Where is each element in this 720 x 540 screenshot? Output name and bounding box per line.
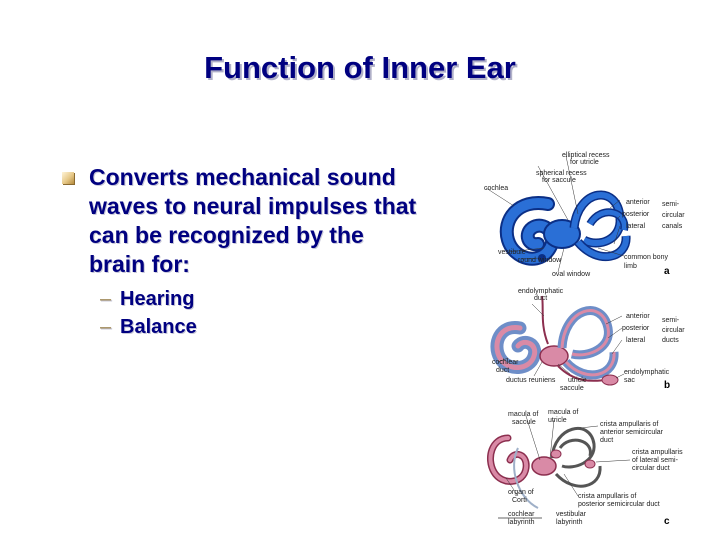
label-ducts: ducts [662,337,679,344]
square-bullet-icon [62,172,74,184]
label-lateral-duct: lateral [626,337,646,344]
label-organ-of-corti: organ of [508,489,534,496]
label-anterior-duct: anterior [626,313,650,320]
label-macula-utricle: macula of [548,409,578,416]
label-semi: semi- [662,201,680,208]
dash-bullet-icon: – [100,288,112,310]
label-semi-b: semi- [662,317,680,324]
label-canals: canals [662,223,683,230]
label-cochlear-labyrinth: cochlear [508,511,535,518]
sub-bullet-list: –Hearing –Balance [60,285,420,341]
label-vestibule: vestibule [498,249,526,256]
label-crista-anterior: crista ampullaris of [600,421,658,428]
label-utricle: utricle [568,377,587,384]
label-crista-anterior-3: duct [600,437,613,444]
inner-ear-illustration: elliptical recess for utricle spherical … [484,152,685,527]
label-crista-anterior-2: anterior semicircular [600,429,664,436]
label-macula-saccule: macula of [508,411,538,418]
label-cochlea: cochlea [484,185,508,192]
label-limb: limb [624,263,637,270]
label-cochlear-duct-2: duct [496,367,509,374]
label-cochlear-labyrinth-2: labyrinth [508,519,535,526]
label-endolymphatic-duct-2: duct [534,295,547,302]
panel-c-letter: c [664,516,670,527]
label-crista-posterior: crista ampullaris of [578,493,636,500]
label-organ-of-corti-2: Corti [512,497,527,504]
main-bullet: Converts mechanical sound waves to neura… [60,163,420,279]
membranous-labyrinth-drawing [490,295,619,386]
label-macula-utricle-2: utricle [548,417,567,424]
dash-bullet-icon: – [100,316,112,338]
label-posterior-duct: posterior [622,325,650,332]
label-crista-lateral: crista ampullaris [632,449,683,456]
label-oval-window: oval window [552,271,591,278]
label-anterior-canal: anterior [626,199,650,206]
label-crista-lateral-3: circular duct [632,465,670,472]
panel-b-letter: b [664,380,670,391]
sensory-areas-drawing [487,426,602,509]
sub-bullet-balance: –Balance [100,313,420,341]
inner-ear-figure: elliptical recess for utricle spherical … [478,148,710,532]
bony-labyrinth-drawing [499,190,631,266]
label-spherical-recess-2: for saccule [542,177,576,184]
slide-content: Converts mechanical sound waves to neura… [60,163,420,341]
label-circular-b: circular [662,327,685,334]
label-saccule: saccule [560,385,584,392]
label-ductus-reuniens: ductus reuniens [506,377,556,384]
label-cochlear-duct: cochlear [492,359,519,366]
label-spherical-recess: spherical recess [536,170,587,177]
label-posterior-canal: posterior [622,211,650,218]
label-elliptical-recess: elliptical recess [562,152,610,159]
label-vestibular-labyrinth: vestibular [556,511,587,518]
label-crista-posterior-2: posterior semicircular duct [578,501,660,508]
label-circular: circular [662,212,685,219]
slide-title: Function of Inner Ear [204,50,516,85]
label-endolymphatic-sac: endolymphatic [624,369,670,376]
main-bullet-text: Converts mechanical sound waves to neura… [89,164,417,277]
panel-a-letter: a [664,266,670,277]
label-endolymphatic-sac-2: sac [624,377,635,384]
label-common-bony: common bony [624,254,668,261]
label-macula-saccule-2: saccule [512,419,536,426]
label-elliptical-recess-2: for utricle [570,159,599,166]
sub-bullet-text: Balance [120,316,197,338]
label-endolymphatic-duct: endolymphatic [518,288,564,295]
label-crista-lateral-2: of lateral semi- [632,457,679,464]
label-vestibular-labyrinth-2: labyrinth [556,519,583,526]
sub-bullet-hearing: –Hearing [100,285,420,313]
label-round-window: round window [518,257,562,264]
label-lateral-canal: lateral [626,223,646,230]
sub-bullet-text: Hearing [120,288,195,310]
